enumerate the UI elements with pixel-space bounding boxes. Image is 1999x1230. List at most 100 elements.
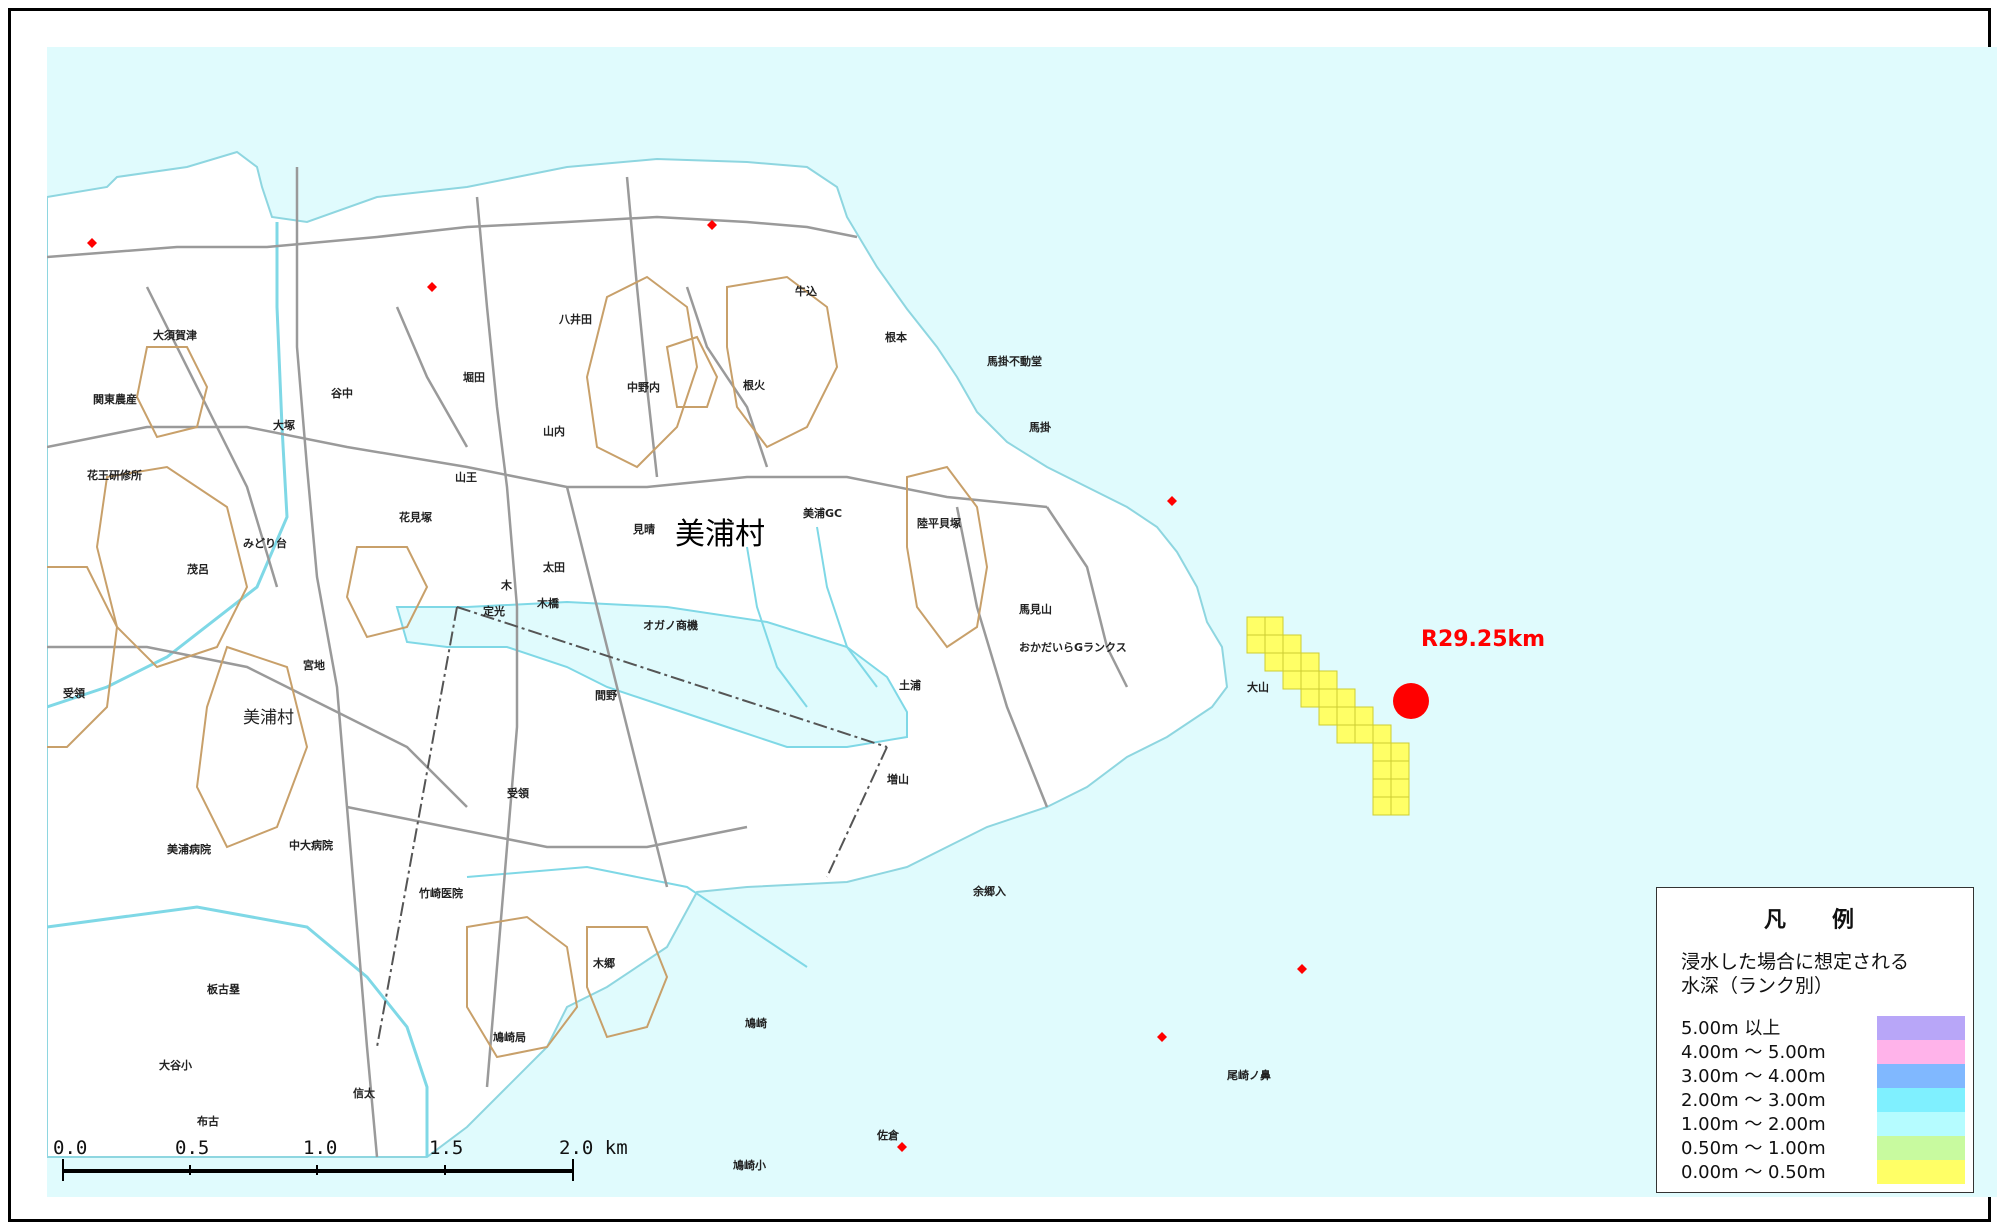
scale-tick-label: 0.0 (53, 1137, 88, 1159)
rail-lines (376, 606, 888, 1048)
place-name: 大谷小 (159, 1059, 192, 1072)
reference-point-label: R29.25km (1421, 627, 1546, 652)
village-label-small: 美浦村 (243, 708, 294, 728)
place-name: 茂呂 (187, 563, 209, 576)
legend-item-swatch (1877, 1112, 1965, 1136)
place-name: 布古 (197, 1115, 219, 1128)
scale-tick-label: 2.0 km (559, 1137, 628, 1159)
place-name: みどり台 (243, 537, 287, 550)
reference-point-marker (1393, 683, 1429, 719)
place-name: 花見塚 (399, 511, 432, 524)
legend-description: 浸水した場合に想定される 水深（ランク別） (1681, 950, 1961, 998)
place-name: 馬掛 (1029, 421, 1051, 434)
place-name: 八井田 (559, 313, 592, 326)
place-name: 見晴 (633, 523, 655, 536)
legend-item-label: 0.50m ～ 1.00m (1681, 1138, 1826, 1159)
scale-bar-graphic (62, 1159, 574, 1181)
scale-tick-label: 0.5 (175, 1137, 210, 1159)
place-name: 受領 (507, 787, 529, 800)
river-4 (746, 546, 808, 708)
legend-item-swatch (1877, 1016, 1965, 1040)
scale-tick-label: 1.5 (429, 1137, 464, 1159)
place-name: 余郷入 (973, 885, 1006, 898)
river-5 (816, 526, 878, 688)
place-name: 中野内 (627, 381, 660, 394)
place-name: 土浦 (899, 679, 921, 692)
river-main (47, 222, 289, 709)
place-name: 谷中 (331, 387, 353, 400)
legend-description-line: 浸水した場合に想定される (1681, 951, 1910, 973)
place-name: オガノ商機 (643, 619, 698, 632)
place-name: 木橋 (537, 597, 559, 610)
place-name: 美浦病院 (167, 843, 211, 856)
place-name: 中大病院 (289, 839, 333, 852)
village-label-main: 美浦村 (675, 517, 765, 552)
lake-shore (395, 600, 908, 748)
place-name: 鳩崎 (745, 1017, 767, 1030)
scale-bar: 0.0 0.5 1.0 1.5 2.0 km (53, 1137, 628, 1187)
place-name: 堀田 (463, 371, 485, 384)
place-name: 受領 (63, 687, 85, 700)
place-name: 鳩崎小 (733, 1159, 766, 1172)
place-name: 大山 (1247, 681, 1269, 694)
legend-item: 4.00m ～ 5.00m (1681, 1038, 1965, 1064)
cropped-header (0, 0, 1999, 10)
place-name: 鳩崎局 (493, 1031, 526, 1044)
legend-item-swatch (1877, 1088, 1965, 1112)
place-name: 大塚 (273, 419, 295, 432)
place-name: 牛込 (795, 285, 817, 298)
place-name: 太田 (543, 561, 565, 574)
place-name: 大須賀津 (153, 329, 197, 342)
legend-item-swatch (1877, 1136, 1965, 1160)
place-name: 定光 (483, 605, 505, 618)
legend-item-label: 5.00m 以上 (1681, 1018, 1781, 1039)
legend-item: 1.00m ～ 2.00m (1681, 1110, 1965, 1136)
river-3 (466, 865, 808, 968)
place-name: 山内 (543, 425, 565, 438)
place-name: 木郷 (593, 957, 615, 970)
place-name: 山王 (455, 471, 477, 484)
legend-box: 凡 例 浸水した場合に想定される 水深（ランク別） 5.00m 以上 4.00m… (1656, 887, 1974, 1193)
place-name: 間野 (595, 689, 617, 702)
map-frame: 美浦村 美浦村 R29.25km 牛込 八井田 大須賀津 根本 堀田 馬掛 谷中… (8, 8, 1997, 1222)
place-name: 信太 (353, 1087, 375, 1100)
place-name: 根火 (743, 379, 765, 392)
place-name: 増山 (887, 773, 909, 786)
legend-title: 凡 例 (1763, 908, 1866, 933)
place-name: 木 (501, 579, 512, 592)
legend-item-label: 3.00m ～ 4.00m (1681, 1066, 1826, 1087)
shore-markers (87, 220, 1307, 1152)
place-name: おかだいらGランクス (1019, 641, 1127, 654)
legend-item: 5.00m 以上 (1681, 1014, 1965, 1040)
legend-description-line: 水深（ランク別） (1681, 975, 1834, 997)
place-name: 根本 (885, 331, 907, 344)
river-2 (47, 905, 429, 1157)
legend-item-swatch (1877, 1064, 1965, 1088)
legend-item: 2.00m ～ 3.00m (1681, 1086, 1965, 1112)
roads (47, 167, 1129, 1158)
legend-item: 0.00m ～ 0.50m (1681, 1158, 1965, 1184)
legend-item-swatch (1877, 1160, 1965, 1184)
legend-item-label: 0.00m ～ 0.50m (1681, 1162, 1826, 1183)
legend-item-swatch (1877, 1040, 1965, 1064)
place-name: 佐倉 (877, 1129, 899, 1142)
place-name: 関東農産 (93, 393, 137, 406)
place-name: 花王研修所 (87, 469, 142, 482)
scale-tick-label: 1.0 (303, 1137, 338, 1159)
place-name: 宮地 (303, 659, 325, 672)
place-name: 板古塁 (207, 983, 240, 996)
place-name: 馬見山 (1019, 603, 1052, 616)
legend-item-label: 1.00m ～ 2.00m (1681, 1114, 1826, 1135)
inundation-area (1246, 616, 1410, 816)
legend-item: 0.50m ～ 1.00m (1681, 1134, 1965, 1160)
place-name: 尾崎ノ鼻 (1227, 1069, 1271, 1082)
place-name: 陸平貝塚 (917, 517, 961, 530)
legend-item: 3.00m ～ 4.00m (1681, 1062, 1965, 1088)
place-name: 美浦GC (803, 507, 843, 520)
legend-item-label: 2.00m ～ 3.00m (1681, 1090, 1826, 1111)
contour-lines (47, 275, 989, 1059)
place-name: 馬掛不動堂 (987, 355, 1042, 368)
legend-item-label: 4.00m ～ 5.00m (1681, 1042, 1826, 1063)
place-name: 竹崎医院 (419, 887, 463, 900)
